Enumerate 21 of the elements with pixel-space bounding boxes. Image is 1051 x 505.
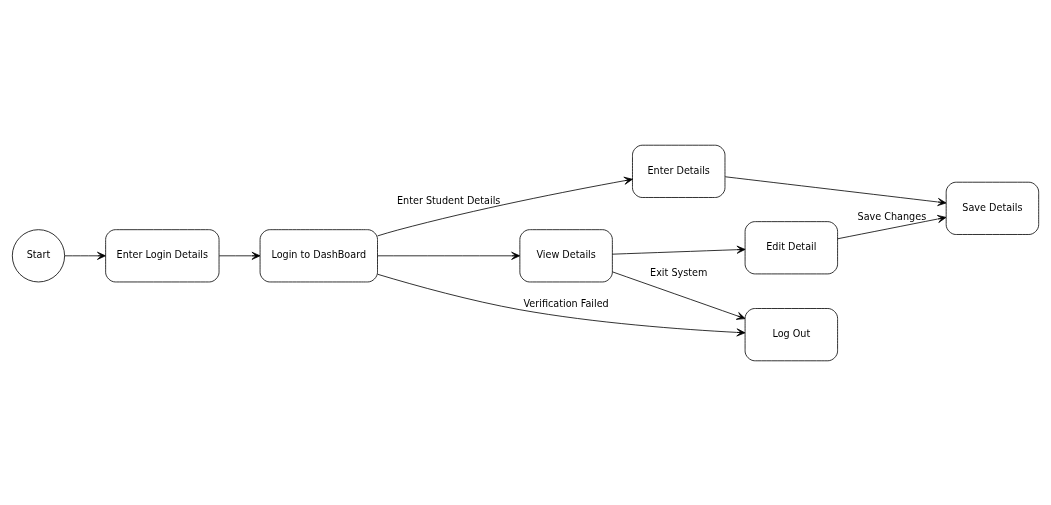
arrow bbox=[377, 273, 746, 336]
node-box: Enter Login Details bbox=[105, 228, 220, 282]
node-box: Log Out bbox=[744, 307, 838, 361]
arrow bbox=[612, 245, 746, 255]
arrow bbox=[377, 251, 521, 260]
edge-label: Verification Failed bbox=[523, 297, 609, 309]
node-box: View Details bbox=[519, 228, 613, 282]
edge-label: Exit System bbox=[650, 266, 708, 278]
arrow bbox=[64, 251, 106, 260]
node-box: Enter Details bbox=[632, 144, 726, 198]
node-circle: Start bbox=[11, 228, 65, 282]
edge-label: Enter Student Details bbox=[396, 194, 501, 206]
node-box: Login to DashBoard bbox=[259, 228, 378, 282]
arrow bbox=[837, 214, 947, 239]
arrow bbox=[377, 176, 633, 236]
arrow bbox=[218, 251, 261, 260]
arrow bbox=[724, 175, 947, 206]
node-box: Save Details bbox=[945, 181, 1040, 235]
arrow bbox=[612, 270, 746, 320]
edge-label: Save Changes bbox=[857, 210, 927, 222]
node-box: Edit Detail bbox=[744, 220, 838, 274]
